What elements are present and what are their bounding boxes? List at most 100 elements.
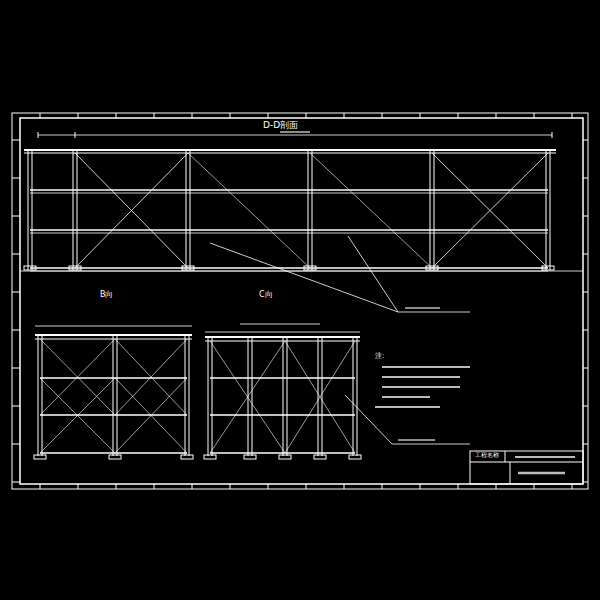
grid-tick [583,406,588,407]
grid-tick [583,216,588,217]
grid-tick [192,113,193,118]
column [189,335,190,456]
note-text-stroke [375,406,440,408]
title-block-line [470,462,583,463]
grid-tick [12,254,20,255]
grid-tick [154,484,155,489]
brace [115,339,187,415]
leader-line [348,236,398,312]
brace [75,153,188,268]
column [42,335,43,456]
brace [115,378,187,453]
grid-tick [268,484,269,489]
beam [210,452,355,454]
grid-tick [306,113,307,118]
grid-tick [268,113,269,118]
column [32,150,33,270]
grid-tick [583,178,588,179]
column [546,150,547,270]
column [353,337,354,456]
leader-line [398,312,470,313]
column [322,337,323,456]
note-text-stroke [382,376,460,378]
base-plate [204,455,216,459]
grid-tick [12,482,20,483]
grid-tick [12,178,20,179]
column [113,335,114,456]
view-title: C向 [258,291,274,300]
grid-tick [40,113,41,118]
brace [40,339,115,415]
brace [115,378,187,453]
grid-tick [12,292,20,293]
grid-tick [420,484,421,489]
dimension-tick [38,132,39,138]
base-plate [244,455,256,459]
column [318,337,319,456]
column [208,337,209,456]
brace [210,341,285,453]
beam [40,414,187,416]
grid-tick [12,140,20,141]
sheet-border [12,113,588,489]
beam [40,452,187,454]
grid-tick [116,113,117,118]
grid-tick [78,484,79,489]
grid-tick [12,216,20,217]
column [287,337,288,456]
view-title: B向 [99,291,115,300]
title-text-stroke [518,472,565,475]
grid-tick [583,292,588,293]
grid-tick [12,330,20,331]
beam [210,414,355,416]
dimension-line [35,326,192,327]
leader-text-stroke [398,439,435,441]
title-text-stroke [515,456,575,458]
grid-tick [40,484,41,489]
column [283,337,284,456]
leader-text-stroke [405,307,440,309]
column [186,150,187,270]
brace [285,341,355,453]
grid-tick [572,484,573,489]
grid-tick [496,484,497,489]
grid-tick [583,444,588,445]
grid-tick [382,484,383,489]
grid-tick [534,484,535,489]
brace [40,378,115,453]
grid-tick [583,254,588,255]
dimension-tick [552,132,553,138]
column [38,335,39,456]
column [117,335,118,456]
column [430,150,431,270]
dimension-line [205,332,360,333]
brace [40,378,115,453]
base-plate [349,455,361,459]
grid-tick [583,482,588,483]
title-block-text: 工程名称 [474,452,500,458]
dimension-tick [75,132,76,138]
grid-tick [192,484,193,489]
beam [30,193,548,194]
notes-heading: 注: [374,353,385,361]
leader-line [210,243,398,312]
brace [432,153,548,268]
grid-tick [458,113,459,118]
grid-tick [344,113,345,118]
top-beam [24,153,556,154]
grid-tick [230,484,231,489]
grid-tick [12,406,20,407]
note-text-stroke [382,366,470,368]
column [312,150,313,270]
dimension-line [240,324,320,325]
top-beam [24,149,556,151]
note-text-stroke [382,386,460,388]
column [28,150,29,270]
brace [432,153,548,268]
column [252,337,253,456]
grid-tick [583,140,588,141]
grid-tick [458,484,459,489]
grid-tick [230,113,231,118]
grid-tick [572,113,573,118]
